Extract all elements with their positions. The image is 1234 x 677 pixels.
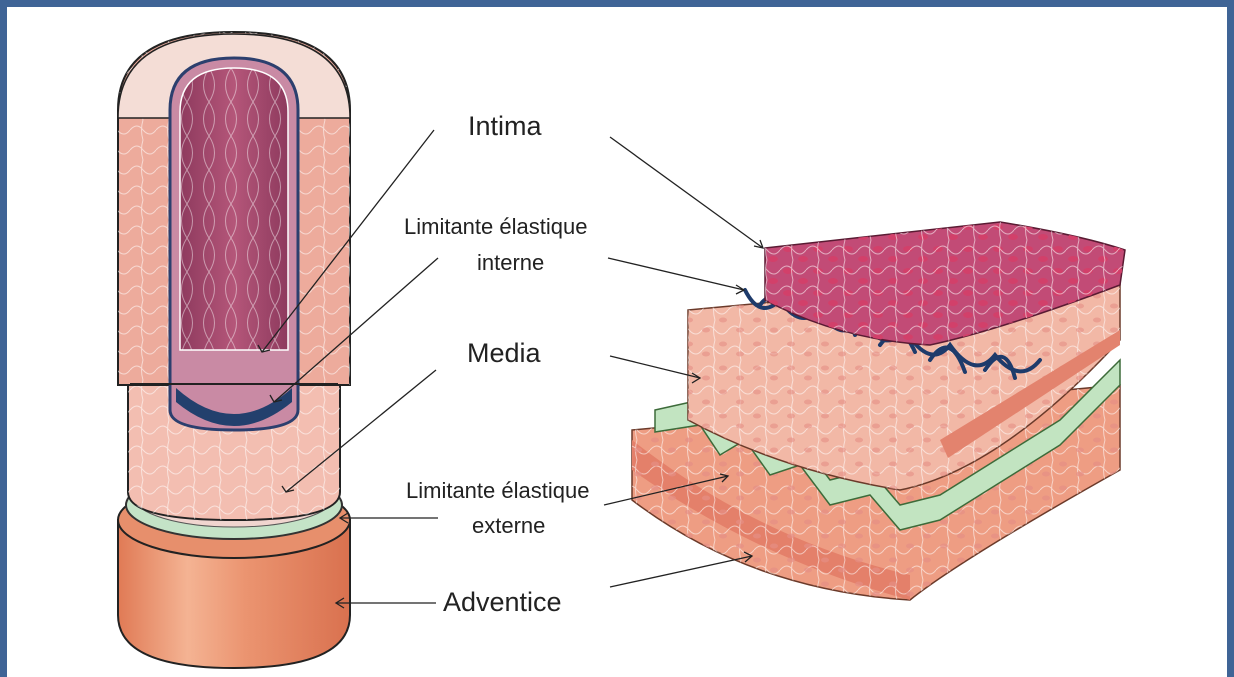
label-lee-line2: externe xyxy=(472,513,545,539)
label-lei-line2: interne xyxy=(477,250,544,276)
label-adventice: Adventice xyxy=(443,586,562,618)
adventice-pointer-right xyxy=(610,556,752,587)
label-intima: Intima xyxy=(468,110,542,142)
media-pointer-right xyxy=(610,356,700,378)
label-media: Media xyxy=(467,337,541,369)
lei-pointer-right xyxy=(608,258,744,290)
intima-pointer-right xyxy=(610,137,763,248)
vessel-cylinder xyxy=(118,32,350,668)
layer-block xyxy=(632,222,1125,600)
label-lee-line1: Limitante élastique xyxy=(406,478,589,504)
label-lei-line1: Limitante élastique xyxy=(404,214,587,240)
